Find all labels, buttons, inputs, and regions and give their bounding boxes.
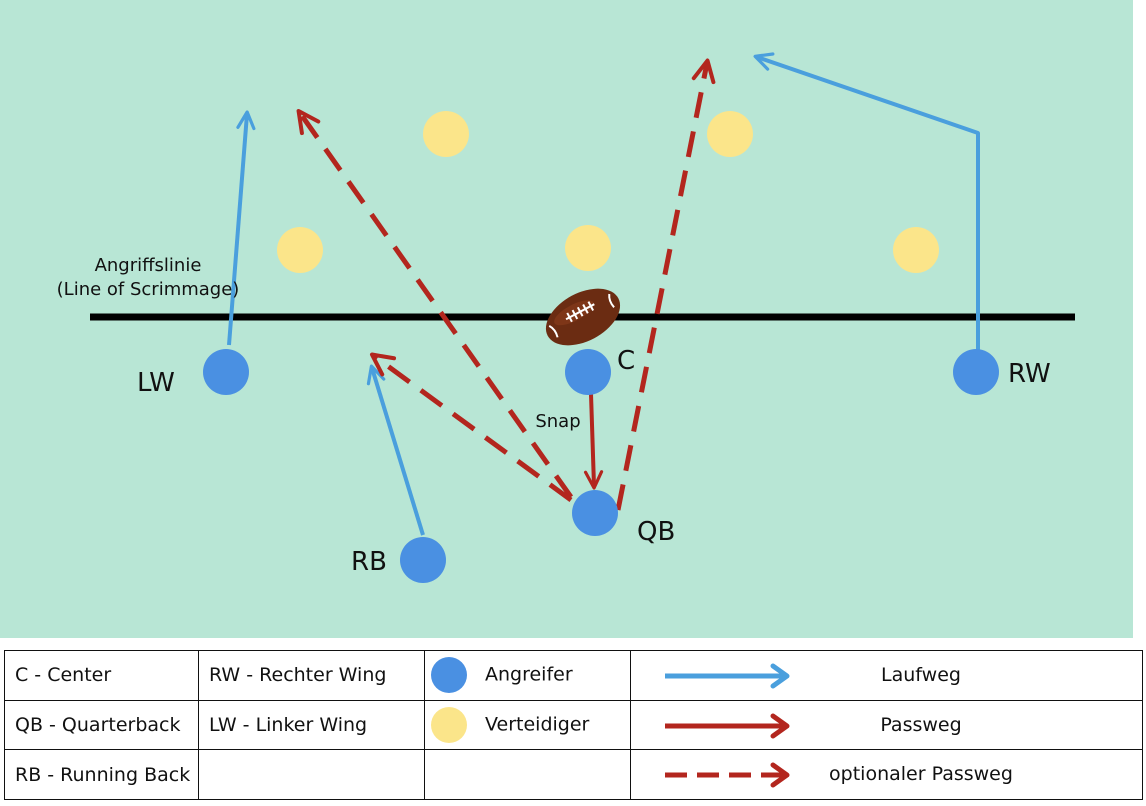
legend-pass-route: Passweg — [630, 699, 1143, 751]
defender-marker — [277, 227, 323, 273]
optional-pass-route-arrow-icon — [665, 762, 790, 788]
legend-table: C - Center RW - Rechter Wing Angreifer L… — [4, 650, 1143, 800]
legend-abbrev-qb: QB - Quarterback — [4, 699, 199, 751]
defender-marker — [565, 225, 611, 271]
player-rw-marker — [953, 349, 999, 395]
defender-swatch — [431, 706, 467, 743]
player-qb-marker — [572, 490, 618, 536]
run-route-rw — [753, 52, 980, 350]
optional-pass-route-left-short — [369, 352, 573, 503]
run-route-rb — [366, 364, 425, 536]
player-rw-label: RW — [1008, 359, 1051, 389]
run-route-arrow-icon — [665, 663, 790, 689]
legend-empty-cell — [198, 749, 425, 800]
legend-row: QB - Quarterback LW - Linker Wing Vertei… — [4, 699, 1143, 751]
legend-abbrev-rw: RW - Rechter Wing — [198, 650, 425, 701]
scrimmage-label-english: (Line of Scrimmage) — [57, 279, 240, 300]
legend-optional-pass-label: optionaler Passweg — [829, 763, 1013, 786]
pass-route-arrow-icon — [665, 713, 790, 739]
legend-abbrev-rb: RB - Running Back — [4, 749, 199, 800]
player-rb-marker — [400, 537, 446, 583]
football-icon — [545, 288, 621, 346]
player-c-label: C — [617, 346, 635, 376]
legend-abbrev-center: C - Center — [4, 650, 199, 701]
legend-attacker-label: Angreifer — [485, 663, 573, 686]
legend-empty-cell — [424, 749, 631, 800]
legend-row: C - Center RW - Rechter Wing Angreifer L… — [4, 650, 1143, 701]
legend-run-route: Laufweg — [630, 650, 1143, 701]
legend-defender: Verteidiger — [424, 699, 631, 751]
legend-attacker: Angreifer — [424, 650, 631, 701]
legend-defender-label: Verteidiger — [485, 713, 590, 736]
legend-run-label: Laufweg — [881, 664, 961, 686]
attacker-swatch — [431, 657, 467, 694]
snap-pass-route — [583, 393, 604, 490]
legend-row: RB - Running Back optionaler Passweg — [4, 749, 1143, 800]
defender-marker — [707, 111, 753, 157]
optional-pass-route-right-deep — [615, 58, 716, 511]
run-route-lw — [227, 110, 256, 346]
defender-marker — [423, 111, 469, 157]
legend-abbrev-lw: LW - Linker Wing — [198, 699, 425, 751]
player-qb-label: QB — [637, 517, 675, 547]
play-diagram-field: Angriffslinie (Line of Scrimmage) Snap L… — [0, 0, 1133, 638]
player-c-marker — [565, 349, 611, 395]
snap-label: Snap — [535, 411, 580, 432]
legend-pass-label: Passweg — [880, 713, 962, 736]
player-lw-marker — [203, 349, 249, 395]
scrimmage-label: Angriffslinie — [95, 255, 202, 276]
legend-optional-pass-route: optionaler Passweg — [630, 749, 1143, 800]
player-lw-label: LW — [137, 368, 175, 398]
defender-marker — [893, 227, 939, 273]
player-rb-label: RB — [351, 547, 387, 577]
